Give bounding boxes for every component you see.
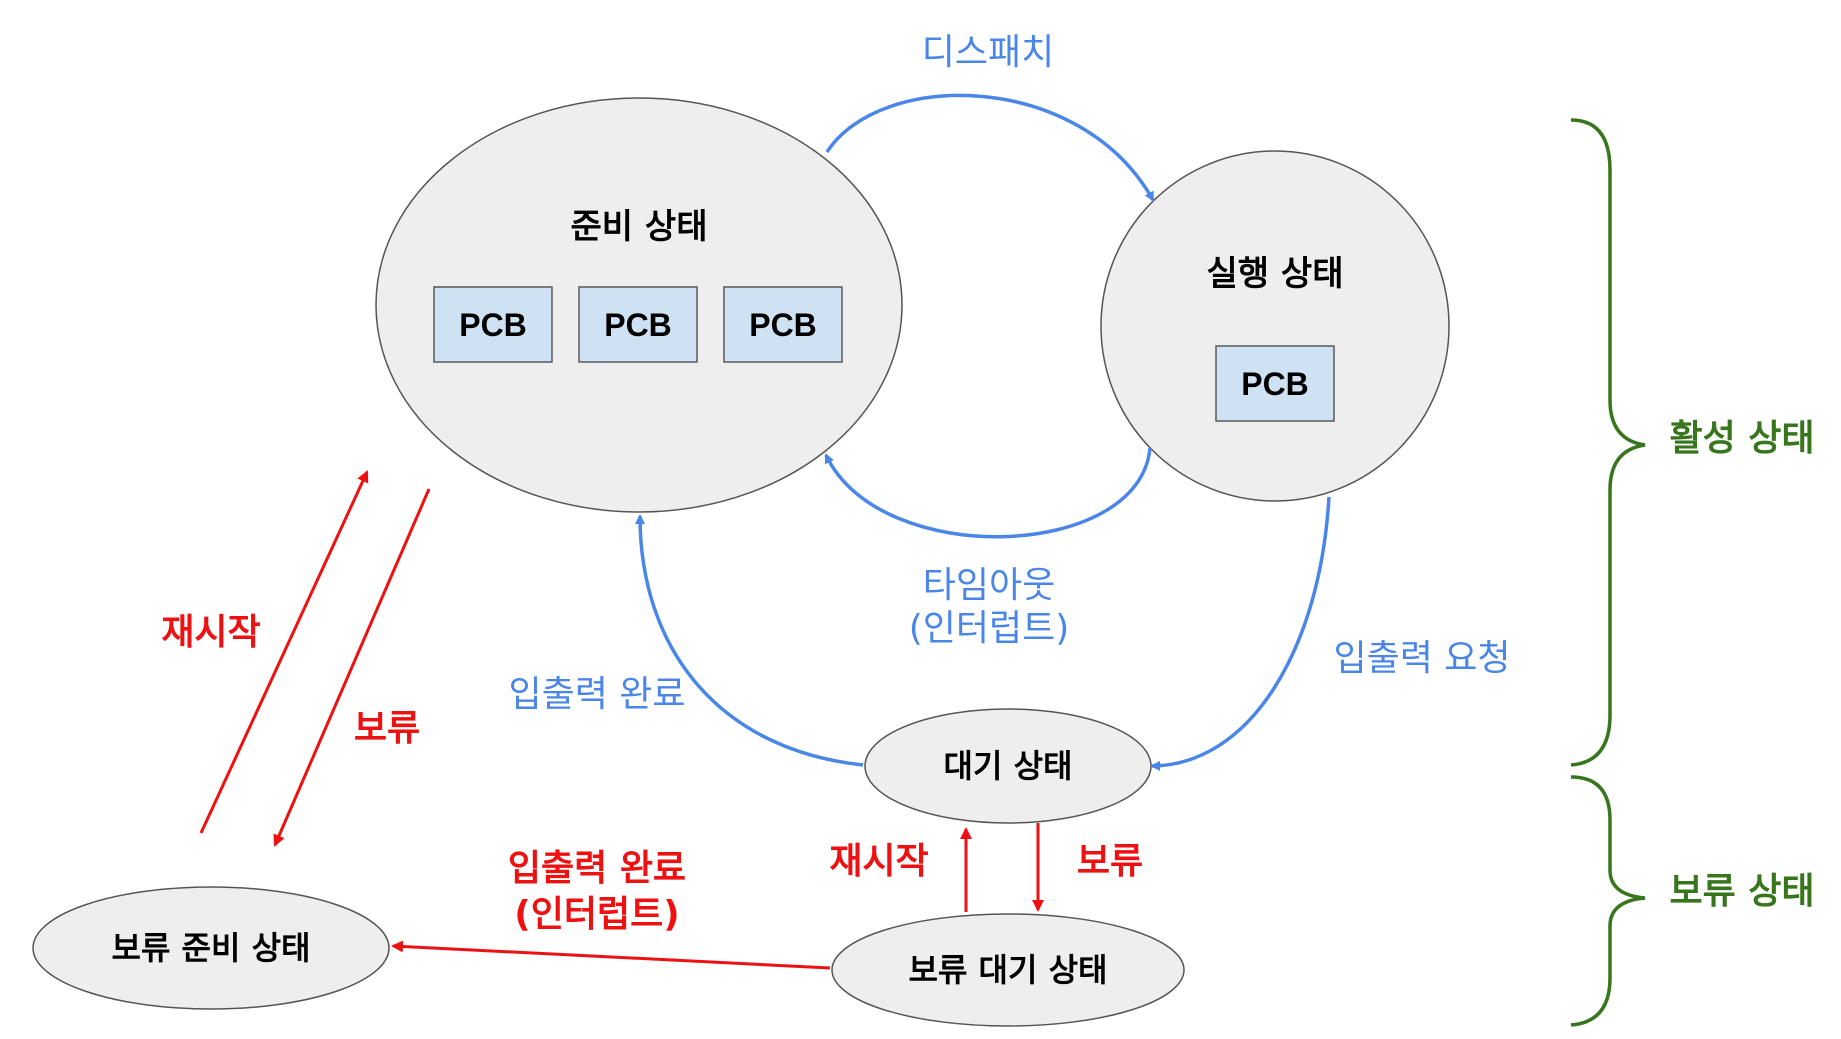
timeout-label-line1: 타임아웃 — [923, 565, 1055, 606]
resume-left-arrow — [199, 470, 369, 834]
dispatch-arrow — [825, 93, 1155, 202]
io-complete-interrupt-label-line1: 입출력 완료 — [508, 848, 686, 889]
suspended-ready-state: 보류 준비 상태 — [32, 886, 390, 1010]
suspended-waiting-state: 보류 대기 상태 — [831, 913, 1185, 1027]
io-complete-interrupt-arrow — [391, 940, 831, 970]
pcb-label: PCB — [1241, 366, 1309, 402]
pcb-label: PCB — [459, 307, 527, 343]
suspend-left-arrow — [273, 488, 431, 847]
ready-state-title: 준비 상태 — [571, 207, 708, 247]
running-pcb: PCB — [1215, 345, 1335, 422]
ready-pcb-2: PCB — [578, 286, 698, 363]
active-group-label: 활성 상태 — [1669, 418, 1814, 459]
suspended-ready-state-title: 보류 준비 상태 — [112, 929, 311, 967]
pcb-label: PCB — [604, 307, 672, 343]
suspended-ready-state-shape — [32, 886, 390, 1010]
timeout-arrow — [824, 447, 1152, 539]
io-request-arrow — [1150, 496, 1331, 771]
suspended-group-label: 보류 상태 — [1669, 871, 1814, 912]
resume-bottom-label: 재시작 — [829, 841, 928, 882]
suspended-waiting-state-title: 보류 대기 상태 — [909, 951, 1108, 989]
suspended-waiting-state-shape — [831, 913, 1185, 1027]
resume-left-label: 재시작 — [161, 612, 260, 653]
io-request-label: 입출력 요청 — [1333, 638, 1510, 679]
running-state-title: 실행 상태 — [1207, 254, 1344, 294]
waiting-state-title: 대기 상태 — [944, 747, 1073, 785]
suspend-left-label: 보류 — [354, 708, 420, 749]
waiting-state: 대기 상태 — [864, 708, 1152, 824]
ready-pcb-3: PCB — [723, 286, 843, 363]
pcb-label: PCB — [749, 307, 817, 343]
running-state: 실행 상태 PCB — [1100, 150, 1450, 502]
suspended-group-brace — [1570, 775, 1646, 1027]
timeout-label-line2: (인터럽트) — [909, 608, 1070, 649]
running-state-shape — [1100, 150, 1450, 502]
io-complete-arrow — [635, 514, 864, 767]
io-complete-interrupt-label-line2: (인터럽트) — [514, 894, 679, 935]
io-complete-label: 입출력 완료 — [508, 674, 685, 715]
active-group-brace — [1570, 118, 1646, 767]
suspend-bottom-label: 보류 — [1077, 841, 1143, 882]
ready-pcb-1: PCB — [433, 286, 553, 363]
ready-state: 준비 상태 PCB PCB PCB — [375, 97, 903, 513]
dispatch-label: 디스패치 — [922, 32, 1054, 73]
